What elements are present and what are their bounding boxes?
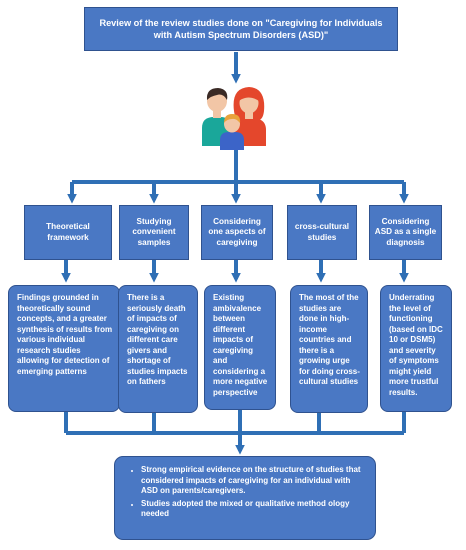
detail-text: There is a seriously death of impacts of… (127, 293, 188, 386)
category-label: Considering ASD as a single diagnosis (374, 216, 437, 247)
detail-text: The most of the studies are done in high… (299, 293, 360, 386)
category-single-diagnosis: Considering ASD as a single diagnosis (369, 205, 442, 260)
category-cross-cultural: cross-cultural studies (287, 205, 357, 260)
summary-point: Strong empirical evidence on the structu… (141, 465, 367, 497)
detail-text: Underrating the level of functioning (ba… (389, 293, 443, 397)
detail-text: Existing ambivalence between different i… (213, 293, 268, 397)
detail-theoretical-framework: Findings grounded in theoretically sound… (8, 285, 120, 412)
category-label: Theoretical framework (46, 222, 90, 242)
category-convenient-samples: Studying convenient samples (119, 205, 189, 260)
category-label: cross-cultural studies (294, 222, 350, 242)
diagram-title-box: Review of the review studies done on "Ca… (84, 7, 398, 51)
category-label: Considering one aspects of caregiving (208, 216, 266, 247)
category-label: Studying convenient samples (132, 216, 176, 247)
detail-convenient-samples: There is a seriously death of impacts of… (118, 285, 198, 413)
family-icon (202, 87, 266, 150)
detail-single-diagnosis: Underrating the level of functioning (ba… (380, 285, 452, 412)
summary-box: Strong empirical evidence on the structu… (114, 456, 376, 540)
summary-point: Studies adopted the mixed or qualitative… (141, 499, 367, 520)
detail-text: Findings grounded in theoretically sound… (17, 293, 113, 376)
summary-list: Strong empirical evidence on the structu… (121, 465, 367, 520)
category-one-aspect: Considering one aspects of caregiving (201, 205, 273, 260)
detail-cross-cultural: The most of the studies are done in high… (290, 285, 368, 413)
detail-one-aspect: Existing ambivalence between different i… (204, 285, 276, 410)
category-theoretical-framework: Theoretical framework (24, 205, 112, 260)
diagram-title: Review of the review studies done on "Ca… (99, 18, 383, 40)
